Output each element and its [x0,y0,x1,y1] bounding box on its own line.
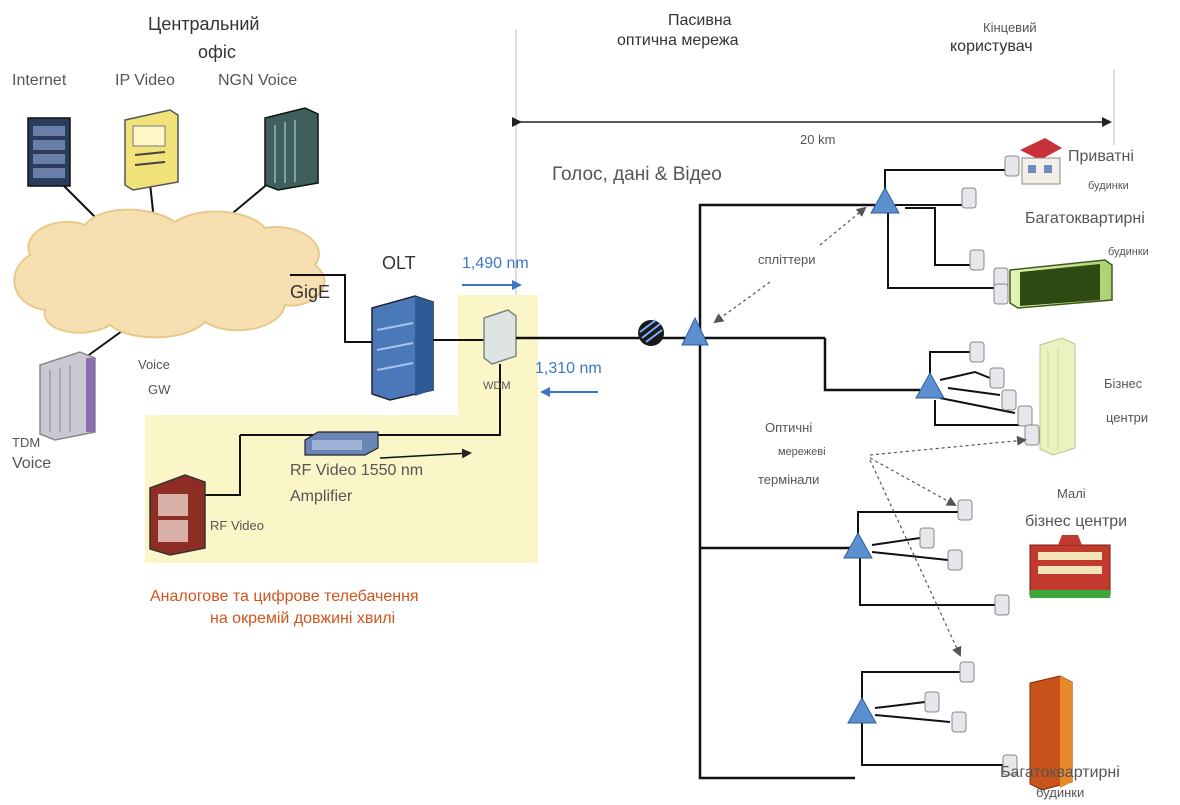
ip-video-label: IP Video [115,72,175,90]
core-network-cloud [14,210,324,338]
business-splitter-icon [916,373,944,398]
ont-label-line1: Оптичні [765,420,812,435]
olt-label: OLT [382,253,416,274]
ont-label-line2: мережеві [778,446,826,458]
ont-pointer-2 [870,458,955,505]
tv-note-line1: Аналогове та цифрове телебачення [150,588,419,606]
apartment-splitter-branches [862,672,1003,765]
ip-video-server-icon [125,110,178,190]
distribution-fibers [700,205,920,778]
splitters-label: спліттери [758,252,816,267]
top-splitter-branches [885,170,1005,288]
tdm-voice-label-line1: TDM [12,435,40,450]
rf-video-label: RF Video [210,518,264,533]
business-label-line2: центри [1106,410,1148,425]
ngn-voice-server-icon [265,108,318,190]
apartment-splitter-icon [848,698,876,723]
private-houses-label-line2: будинки [1088,180,1129,192]
apartments-label-line1: Багатоквартирні [1025,210,1145,228]
tdm-voice-switch-icon [40,352,95,440]
pon-label-line2: оптична мережа [617,32,738,50]
apartments-label-line2: будинки [1108,246,1149,258]
central-office-label-line1: Центральний [148,14,259,35]
apartments2-label-line1: Багатоквартирні [1000,764,1120,782]
small-business-splitter-branches [858,512,995,605]
wdm-coupler-icon [484,310,516,364]
wdm-label: WDM [483,380,511,392]
end-user-label-line2: користувач [950,38,1033,56]
ont-icons [920,156,1039,775]
distance-label: 20 km [800,132,835,147]
ont-label-line3: термінали [758,472,819,487]
business-splitter-branches [930,352,1030,425]
central-office-label-line2: офіс [198,42,236,63]
small-business-label-line2: бізнес центри [1025,513,1127,531]
small-business-building-icon [1030,535,1110,598]
top-splitter-icon [871,188,899,213]
end-user-label-line1: Кінцевий [983,20,1037,35]
internet-label: Internet [12,72,66,90]
rf-amplifier-label-line1: RF Video 1550 nm [290,462,423,480]
rf-amplifier-label-line2: Amplifier [290,488,352,506]
fiber-spool-icon [638,320,664,346]
pon-label-line1: Пасивна [668,12,732,30]
apartments2-label-line2: будинки [1036,785,1084,800]
apartment-block-icon [1010,260,1112,308]
ngn-voice-label: NGN Voice [218,72,297,90]
upstream-wavelength-label: 1,310 nm [535,360,602,378]
gige-label: GigE [290,282,330,303]
downstream-wavelength-label: 1,490 nm [462,255,529,273]
voice-gw-label-line1: Voice [138,357,170,372]
tv-note-line2: на окремій довжині хвилі [210,610,395,628]
main-splitter-icon [682,318,708,345]
business-label-line1: Бізнес [1104,376,1142,391]
private-houses-label-line1: Приватні [1068,148,1134,166]
olt-chassis-icon [372,296,433,400]
splitter-pointer-1 [820,208,865,245]
voice-gw-label-line2: GW [148,382,170,397]
small-business-label-line1: Малі [1057,486,1086,501]
splitter-pointer-2 [715,282,770,322]
ont-pointer-1 [870,440,1025,455]
business-tower-icon [1040,338,1075,455]
small-business-splitter-icon [844,533,872,558]
tdm-voice-label-line2: Voice [12,455,51,473]
rf-video-headend-icon [150,475,205,555]
rf-amplifier-icon [305,432,378,455]
traffic-label: Голос, дані & Відео [552,164,722,186]
internet-server-icon [28,118,70,186]
private-house-icon [1020,138,1062,184]
